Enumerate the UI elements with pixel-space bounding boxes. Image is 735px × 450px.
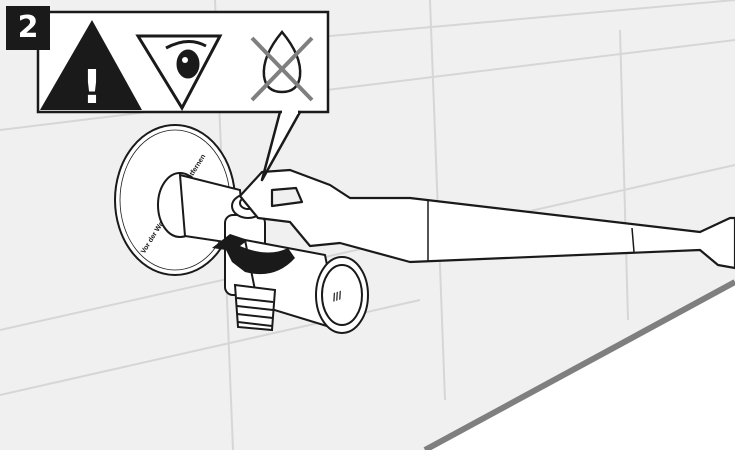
warning-exclamation: ! — [82, 60, 103, 114]
warning-callout: ! — [36, 10, 330, 182]
wrench-icon — [238, 168, 735, 270]
eye-check-icon — [135, 34, 223, 112]
valve-outlet-thread — [236, 297, 274, 327]
rotation-arrow-icon — [212, 234, 295, 275]
floor-edge — [423, 279, 735, 450]
no-water-icon — [250, 30, 314, 102]
warning-triangle-icon: ! — [40, 20, 142, 114]
wrench-handle-seams — [427, 200, 635, 262]
step-number-badge: 2 — [6, 6, 50, 50]
